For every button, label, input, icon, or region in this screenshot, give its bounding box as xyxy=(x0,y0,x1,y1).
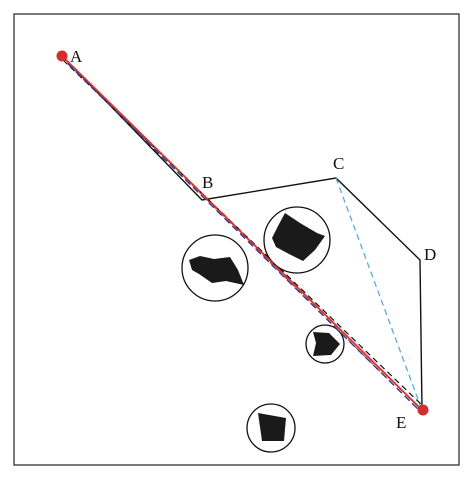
label-d: D xyxy=(424,245,436,264)
start-point-a xyxy=(56,50,68,62)
end-point-e xyxy=(417,404,429,416)
obstacle-1 xyxy=(181,234,249,302)
obstacle-shape xyxy=(258,413,286,441)
obstacle-2 xyxy=(263,206,331,274)
label-a: A xyxy=(70,47,83,66)
route-line-blue-overlay xyxy=(59,55,422,413)
obstacle-3 xyxy=(305,324,345,364)
obstacle-shape xyxy=(189,256,244,285)
label-b: B xyxy=(202,173,213,192)
obstacle-shape xyxy=(313,332,340,356)
route-line-red-overlay xyxy=(61,55,423,411)
obstacle-shape xyxy=(272,213,325,261)
label-c: C xyxy=(333,154,344,173)
obstacle-4 xyxy=(246,403,296,453)
label-e: E xyxy=(396,413,406,432)
dashed-line-c-to-e xyxy=(335,177,423,411)
diagram-frame xyxy=(13,13,460,466)
